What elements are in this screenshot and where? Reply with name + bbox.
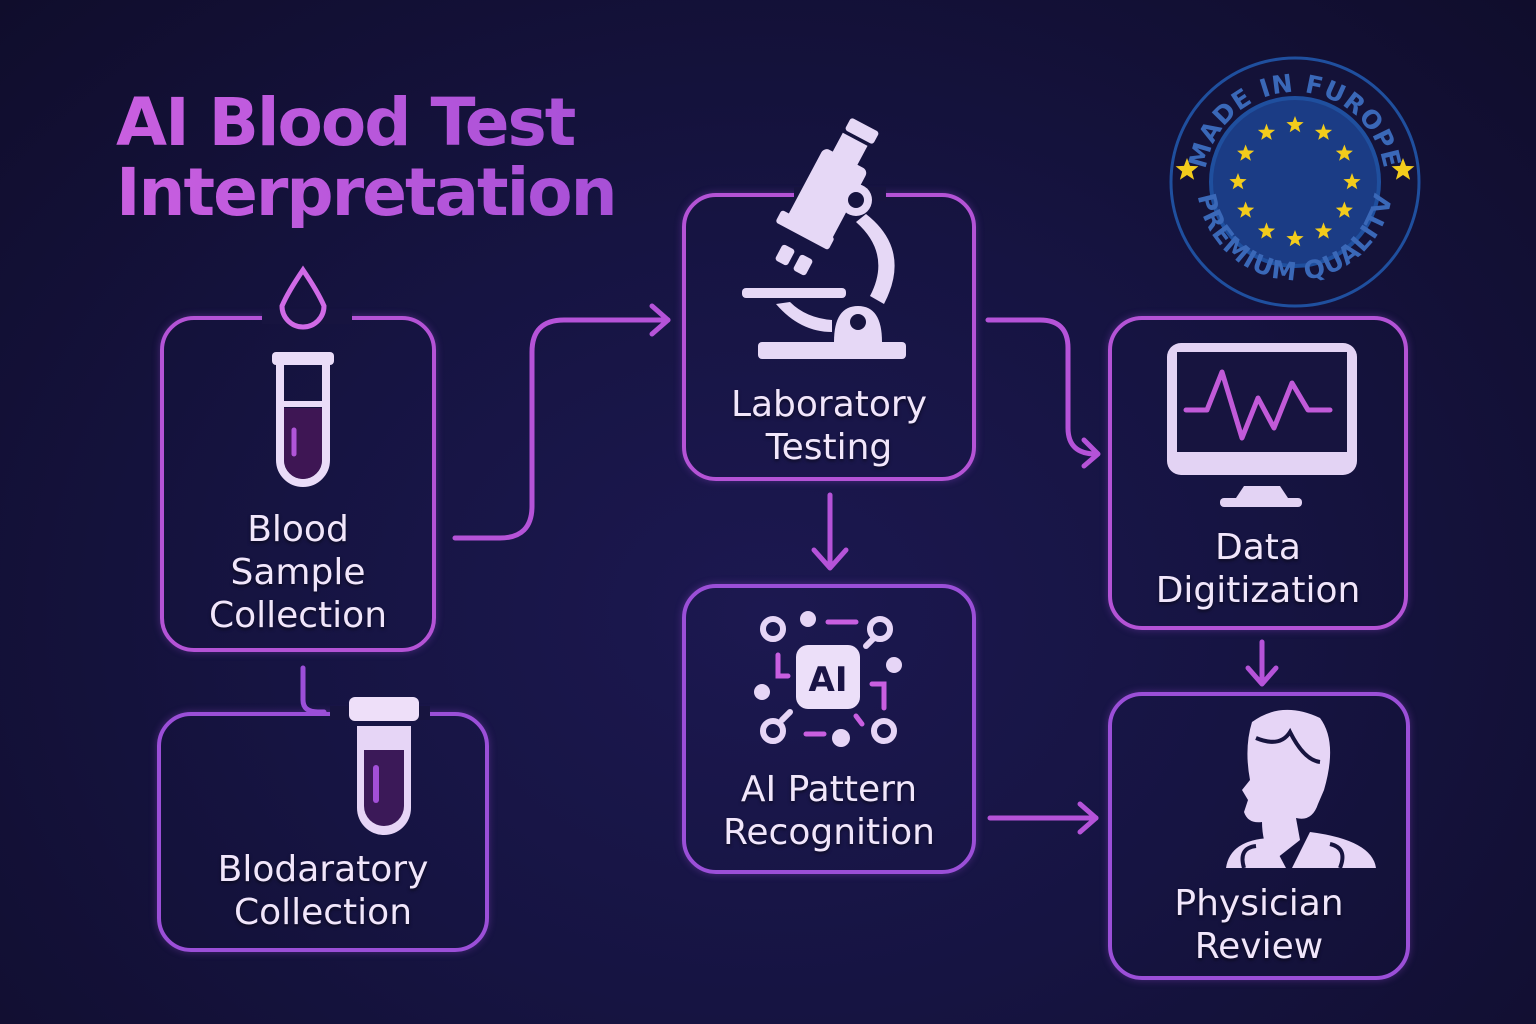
made-in-europe-badge: MADE IN FUROPE PREMIUM QUALITV: [1165, 52, 1425, 312]
step-label-line: AI Pattern: [740, 769, 918, 810]
test-tube-drop-icon: [272, 265, 334, 487]
step-label-line: Blodaratory: [217, 849, 429, 890]
svg-text:AI: AI: [809, 660, 848, 700]
step-label-line: Recognition: [723, 812, 935, 853]
step-label-line: Digitization: [1155, 570, 1361, 611]
step-label-line: Collection: [233, 892, 413, 933]
ai-network-icon: AI: [754, 611, 902, 747]
step-label-line: Blood: [247, 509, 349, 550]
monitor-heartbeat-icon: [1167, 343, 1357, 507]
eu-flag-stars-icon: MADE IN FUROPE PREMIUM QUALITV: [1169, 56, 1421, 308]
arrow-lab-to-data: [985, 317, 1099, 457]
step-laboratory-testing[interactable]: Laboratory Testing: [682, 193, 976, 481]
step-label-line: Data: [1215, 527, 1301, 568]
connector-blood-to-blodaratory: [300, 665, 327, 715]
step-blood-sample-collection[interactable]: Blood Sample Collection: [160, 316, 436, 652]
doctor-icon: [1226, 709, 1376, 868]
step-label-line: Testing: [765, 427, 893, 468]
step-data-digitization[interactable]: Data Digitization: [1108, 316, 1408, 630]
arrow-blood-to-lab: [452, 317, 671, 541]
step-label-line: Laboratory: [730, 384, 928, 425]
step-label-line: Sample: [230, 552, 366, 593]
step-label-line: Physician: [1174, 883, 1344, 924]
step-physician-review[interactable]: Physician Review: [1108, 692, 1410, 980]
test-tube-icon: [349, 697, 419, 835]
step-label-line: Collection: [208, 595, 388, 636]
microscope-icon: [742, 118, 906, 359]
step-label-line: Review: [1194, 926, 1324, 967]
step-ai-pattern-recognition[interactable]: AI Pattern Recognition: [682, 584, 976, 874]
